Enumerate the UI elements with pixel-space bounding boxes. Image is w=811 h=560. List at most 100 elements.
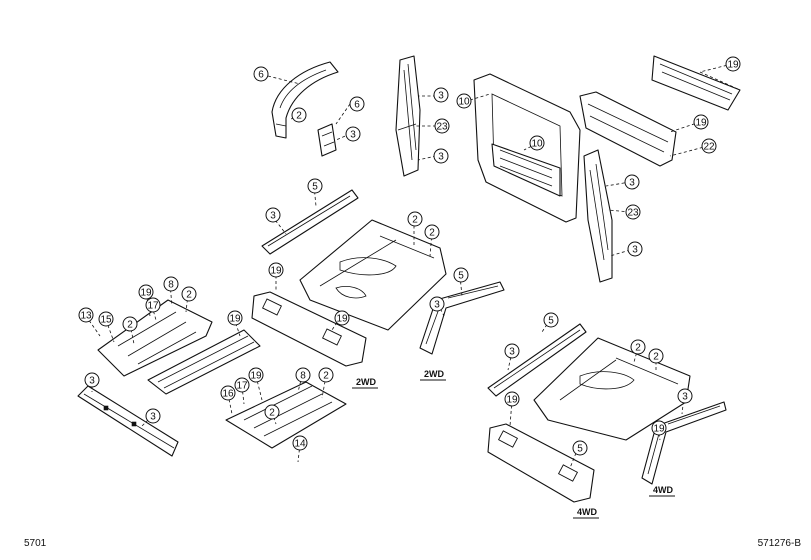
callout-6: 6 [253,66,269,82]
callout-19: 19 [268,262,284,278]
callout-number: 3 [632,245,638,256]
callout-circle [456,93,472,109]
callout-number: 5 [312,182,318,193]
callout-number: 2 [186,290,192,301]
callout-number: 10 [458,97,470,108]
callout-19: 19 [693,114,709,130]
callout-number: 17 [236,381,248,392]
callout-number: 5 [577,444,583,455]
callout-number: 14 [294,439,306,450]
callout-circle [701,138,717,154]
callout-circle [122,316,138,332]
callout-3: 3 [433,87,449,103]
callout-23: 23 [434,118,450,134]
callout-2: 2 [291,107,307,123]
callout-circle [624,174,640,190]
rear-quarter-pillar-part [583,149,613,283]
callout-circle [145,408,161,424]
callout-3: 3 [624,174,640,190]
callout-number: 8 [300,371,306,382]
callout-circle [424,224,440,240]
callout-circle [181,286,197,302]
callout-5: 5 [572,440,588,456]
callout-8: 8 [163,276,179,292]
callout-circle [529,135,545,151]
callout-circle [227,310,243,326]
callout-number: 3 [89,376,95,387]
callout-circle [268,262,284,278]
rear-lower-crossmember-part [579,91,677,167]
callout-circle [627,241,643,257]
callout-circle [572,440,588,456]
callout-number: 19 [653,424,665,435]
callout-number: 8 [168,280,174,291]
callout-19: 19 [504,391,520,407]
callout-number: 23 [627,208,639,219]
callout-circle [648,348,664,364]
callout-circle [504,391,520,407]
callout-circle [98,311,114,327]
callout-circle [630,339,646,355]
callout-number: 2 [429,228,435,239]
callout-circle [253,66,269,82]
variant-tag-label: 2WD [424,369,445,379]
callout-19: 19 [248,367,264,383]
callout-13: 13 [78,307,94,323]
callout-number: 3 [350,130,356,141]
callout-10: 10 [529,135,545,151]
callout-number: 2 [296,111,302,122]
callout-2: 2 [264,404,280,420]
callout-circle [78,307,94,323]
callout-number: 6 [258,70,264,81]
variant-tag-label: 4WD [653,485,674,495]
callout-number: 15 [100,315,112,326]
callout-2: 2 [630,339,646,355]
center-floor-panel-2wd-part [299,219,447,331]
callout-5: 5 [307,178,323,194]
callout-10: 10 [456,93,472,109]
callout-5: 5 [543,312,559,328]
callout-number: 19 [336,314,348,325]
callout-number: 3 [438,91,444,102]
callout-19: 19 [651,420,667,436]
callout-number: 2 [323,371,329,382]
callout-5: 5 [453,267,469,283]
callout-circle [651,420,667,436]
callout-circle [265,207,281,223]
front-floor-panel-right-part [225,381,347,449]
callout-number: 5 [458,271,464,282]
callout-circle [295,367,311,383]
callout-circle [349,96,365,112]
callout-3: 3 [433,148,449,164]
callout-number: 3 [509,347,515,358]
wheelhouse-arch-part [271,61,339,139]
callout-circle [163,276,179,292]
callout-8: 8 [295,367,311,383]
callout-circle [345,126,361,142]
callout-3: 3 [627,241,643,257]
callout-number: 2 [412,215,418,226]
callout-circle [407,211,423,227]
callout-2: 2 [122,316,138,332]
callout-number: 19 [727,60,739,71]
callout-circle [543,312,559,328]
callout-number: 16 [222,389,234,400]
callout-number: 3 [438,152,444,163]
callout-3: 3 [265,207,281,223]
callout-circle [248,367,264,383]
callout-number: 3 [629,178,635,189]
callout-number: 19 [270,266,282,277]
floor-side-member-4wd-part [487,323,587,397]
callout-number: 2 [653,352,659,363]
callout-number: 17 [147,301,159,312]
variant-tag-label: 4WD [577,507,598,517]
callout-number: 13 [80,311,92,322]
callout-circle [291,107,307,123]
callout-circle [264,404,280,420]
callout-6: 6 [349,96,365,112]
callout-number: 19 [695,118,707,129]
callout-circle [433,87,449,103]
callout-number: 2 [269,408,275,419]
callout-circle [693,114,709,130]
